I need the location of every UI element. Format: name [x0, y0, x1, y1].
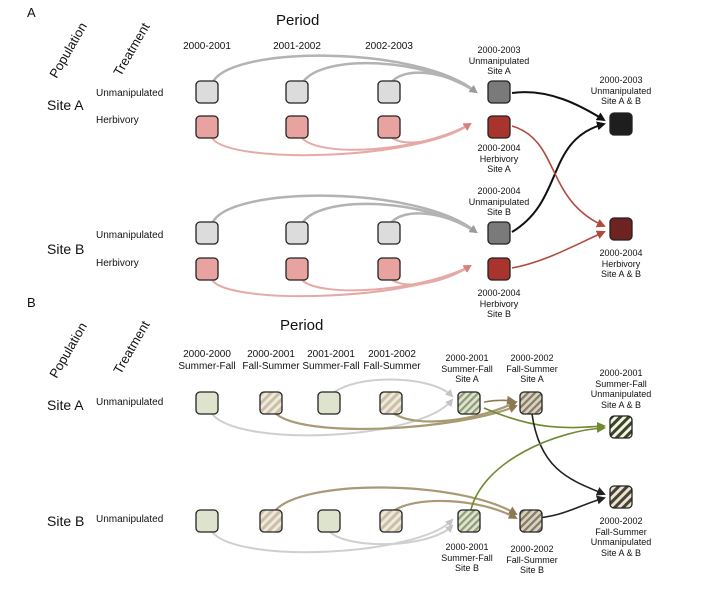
box-b-final-sf: [609, 415, 633, 439]
arrow-b-siteA-fs-to-final: [531, 413, 606, 496]
panel-b-mid-siteA-sf-label: 2000-2001 Summer-Fall Site A: [441, 353, 493, 384]
arc-a-siteA-unmanip-1: [210, 54, 478, 94]
box-a-siteB-unmanip-p2: [285, 221, 309, 245]
arc-b-siteB-p1-light: [211, 518, 454, 554]
box-b-siteA-p3: [317, 391, 341, 415]
arc-b-siteB-p4-brown: [391, 499, 518, 519]
arc-a-siteB-unmanip-3: [388, 212, 478, 234]
box-b-siteA-p2: [259, 391, 283, 415]
box-b-siteA-fs-mid: [519, 391, 543, 415]
arc-a-siteB-herb-3: [391, 264, 472, 286]
panel-a-site-b: Site B: [47, 241, 85, 257]
panel-b-mid-siteA-fs-label: 2000-2002 Fall-Summer Site A: [506, 353, 558, 384]
box-a-siteB-unmanip-p3: [377, 221, 401, 245]
arc-b-siteA-p1-light: [211, 398, 454, 437]
arc-b-siteA-p3-light: [329, 378, 454, 398]
arrow-a-unmanip-siteA-to-final: [511, 91, 606, 122]
box-a-siteA-unmanip-p1: [195, 80, 219, 104]
box-a-siteB-herb-mid: [487, 257, 511, 281]
arc-b-siteB-p2-brown: [273, 486, 518, 516]
arrow-a-unmanip-siteB-to-final: [511, 121, 606, 233]
box-b-final-fs: [609, 485, 633, 509]
box-a-siteA-unmanip-p2: [285, 80, 309, 104]
box-a-siteB-unmanip-mid: [487, 221, 511, 245]
box-b-siteA-sf-mid: [457, 391, 481, 415]
panel-a-final-unmanip-label: 2000-2003 Unmanipulated Site A & B: [590, 75, 652, 106]
panel-a-siteB-treatment-herb: Herbivory: [96, 258, 139, 269]
box-a-siteA-herb-mid: [487, 115, 511, 139]
arc-a-siteB-herb-2: [301, 265, 472, 292]
panel-a-siteA-treatment-herb: Herbivory: [96, 115, 139, 126]
box-a-siteA-herb-p2: [285, 115, 309, 139]
arc-b-siteB-p3-light: [329, 524, 454, 546]
panel-b-final-fs-label: 2000-2002 Fall-Summer Unmanipulated Site…: [590, 516, 652, 558]
panel-a-siteA-treatment-unmanip: Unmanipulated: [96, 88, 164, 99]
box-b-siteB-p4: [379, 509, 403, 533]
box-b-siteB-sf-mid: [457, 509, 481, 533]
panel-b-period-title: Period: [280, 317, 324, 334]
arrow-a-herb-siteB-to-final: [511, 230, 606, 269]
panel-b-mid-siteB-sf-label: 2000-2001 Summer-Fall Site B: [441, 542, 493, 573]
box-b-siteA-p1: [195, 391, 219, 415]
panel-a-mid-siteB-unmanip-label: 2000-2004 Unmanipulated Site B: [468, 186, 530, 217]
panel-a-siteB-treatment-unmanip: Unmanipulated: [96, 230, 164, 241]
box-b-siteA-p4: [379, 391, 403, 415]
panel-a-site-a: Site A: [47, 97, 84, 113]
panel-a-final-herb-label: 2000-2004 Herbivory Site A & B: [599, 248, 643, 279]
arc-a-siteA-unmanip-3: [388, 71, 478, 94]
arrow-b-siteB-fs-to-final: [531, 495, 606, 519]
box-a-final-unmanip: [609, 112, 633, 136]
box-a-siteA-unmanip-mid: [487, 80, 511, 104]
panel-b-site-a: Site A: [47, 397, 84, 413]
arrow-a-herb-siteA-to-final: [511, 125, 606, 228]
arc-a-siteA-herb-3: [391, 122, 472, 144]
box-b-siteB-p3: [317, 509, 341, 533]
panel-a-period-1: 2000-2001: [183, 41, 231, 52]
arrow-b-siteB-sf-to-final: [469, 423, 606, 515]
arc-b-siteA-p4-brown: [391, 401, 518, 423]
panel-a-label: A: [27, 5, 36, 20]
panel-b-site-b: Site B: [47, 513, 85, 529]
box-b-siteB-fs-mid: [519, 509, 543, 533]
box-a-siteA-herb-p3: [377, 115, 401, 139]
panel-a-mid-siteA-unmanip-label: 2000-2003 Unmanipulated Site A: [468, 45, 530, 76]
panel-b-final-sf-label: 2000-2001 Summer-Fall Unmanipulated Site…: [590, 368, 652, 410]
panel-a-period-2: 2001-2002: [273, 41, 321, 52]
arc-a-siteA-herb-2: [301, 123, 472, 151]
panel-a-mid-siteB-herb-label: 2000-2004 Herbivory Site B: [477, 288, 521, 319]
box-a-siteB-herb-p3: [377, 257, 401, 281]
box-a-siteA-unmanip-p3: [377, 80, 401, 104]
panel-a-mid-siteA-herb-label: 2000-2004 Herbivory Site A: [477, 143, 521, 174]
arrow-b-siteA-sf-to-fs: [483, 395, 516, 405]
box-a-siteA-herb-p1: [195, 115, 219, 139]
panel-b-siteB-treatment: Unmanipulated: [96, 514, 164, 525]
arc-a-siteB-unmanip-1: [210, 194, 478, 234]
box-b-siteB-p2: [259, 509, 283, 533]
box-a-siteB-herb-p2: [285, 257, 309, 281]
panel-b-siteA-treatment: Unmanipulated: [96, 397, 164, 408]
box-a-siteB-unmanip-p1: [195, 221, 219, 245]
box-a-final-herb: [609, 217, 633, 241]
box-b-siteB-p1: [195, 509, 219, 533]
arrow-b-siteA-sf-to-final: [483, 407, 606, 431]
arc-b-siteA-p2-brown: [273, 404, 518, 431]
box-a-siteB-herb-p1: [195, 257, 219, 281]
panel-b-label: B: [27, 295, 36, 310]
panel-a-period-3: 2002-2003: [365, 41, 413, 52]
panel-a-period-title: Period: [276, 12, 320, 29]
panel-b-mid-siteB-fs-label: 2000-2002 Fall-Summer Site B: [506, 544, 558, 575]
